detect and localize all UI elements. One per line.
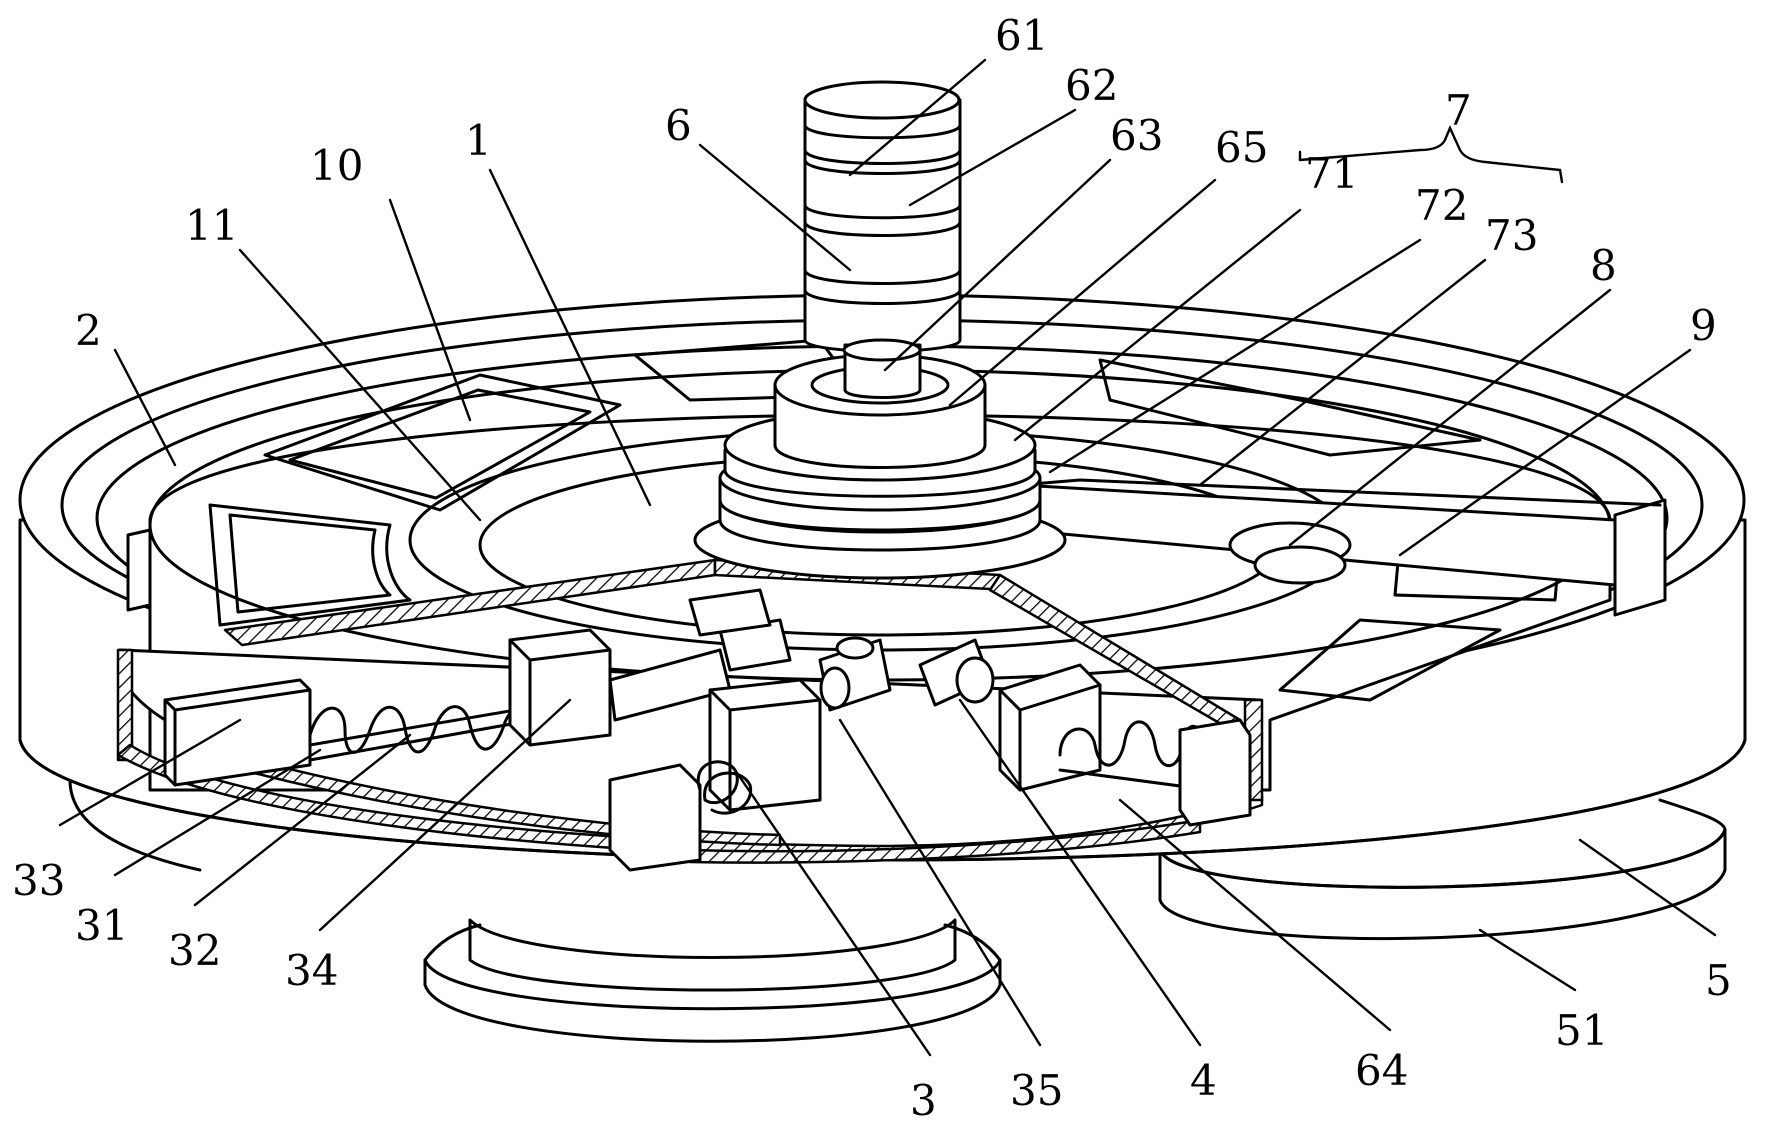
label-9: 9 [1690,301,1717,350]
label-71: 71 [1305,149,1358,198]
label-5: 5 [1705,956,1732,1005]
label-65: 65 [1215,123,1268,172]
label-32: 32 [168,926,221,975]
label-8: 8 [1590,241,1617,290]
label-72: 72 [1415,181,1468,230]
label-63: 63 [1110,111,1163,160]
label-11: 11 [185,201,238,250]
label-4: 4 [1190,1056,1217,1105]
label-62: 62 [1065,61,1118,110]
label-7: 7 [1445,86,1472,135]
block-34 [510,630,610,745]
label-1: 1 [465,116,492,165]
label-10: 10 [310,141,363,190]
label-6: 6 [665,101,692,150]
label-33: 33 [12,856,65,905]
right-vertical-block [1615,500,1665,615]
label-51: 51 [1555,1006,1608,1055]
label-34: 34 [285,946,338,995]
label-3: 3 [910,1076,937,1125]
label-64: 64 [1355,1046,1408,1095]
block-right [1180,720,1250,825]
bottom-center-pulley [425,920,1000,1041]
left-edge-block [128,530,150,610]
label-2: 2 [75,306,102,355]
label-73: 73 [1485,211,1538,260]
block-4 [1000,665,1100,790]
label-61: 61 [995,11,1048,60]
label-31: 31 [75,901,128,950]
label-35: 35 [1010,1066,1063,1115]
